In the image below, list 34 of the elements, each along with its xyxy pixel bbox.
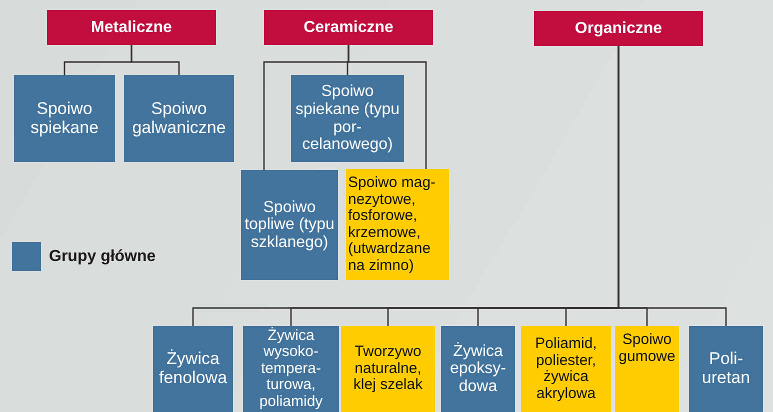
connector-line [348,45,427,169]
box-label: Metaliczne [91,18,172,36]
material-box [689,326,763,412]
box-label: Spoiwo gumowe [618,332,676,365]
box-label: Spoiwo spiekane (typu por-celanowego) [294,83,401,154]
box-label: Żywica wysoko-tempera-turowa, poliamidy [258,328,324,410]
box-label: Ceramiczne [304,18,394,36]
material-box [291,75,404,162]
category-header [534,11,703,46]
connector-line [130,45,180,75]
material-box [241,170,338,280]
box-label: Tworzywo naturalne, klej szelak [352,344,424,394]
material-box [124,75,234,162]
box-label: Organiczne [574,20,662,38]
box-label: Spoiwo mag-nezytowe, fosforowe, krzemowe, (utwardzane na zimno) [348,175,437,274]
material-box [243,326,339,412]
box-label: Żywica fenolowa [158,350,228,388]
material-box [153,326,233,412]
material-box [346,169,449,280]
category-header [47,10,216,45]
connector-line [618,46,727,326]
box-label: Spoiwo spiekane [29,100,100,138]
category-header [264,10,433,45]
material-box [615,326,679,412]
material-box [441,326,515,412]
legend-label: Grupy główne [49,248,156,266]
box-label: Poli-uretan [700,350,752,388]
box-label: Poliamid, poliester, żywica akrylowa [534,336,598,402]
box-label: Spoiwo topliwe (typu szklanego) [244,198,336,252]
box-label: Żywica epoksy-dowa [448,342,508,396]
box-label: Spoiwo galwaniczne [131,100,227,138]
material-box [521,326,611,412]
material-box [341,326,435,412]
material-box [14,75,115,162]
